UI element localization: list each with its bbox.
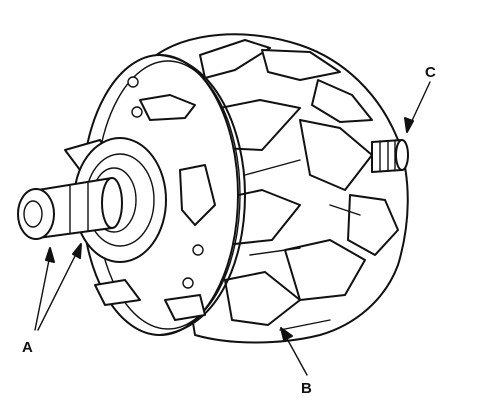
pole-finger	[199, 39, 271, 79]
arrow-c	[409, 81, 431, 126]
front-shaft	[17, 177, 123, 240]
label-a: A	[22, 339, 33, 356]
rear-shaft-slip-rings	[371, 139, 409, 173]
fan-tab	[164, 294, 206, 321]
pole-finger	[261, 49, 341, 81]
arrow-a-1	[34, 254, 51, 331]
arrow-b	[284, 334, 308, 376]
fan-tab	[179, 164, 216, 226]
fan-tab	[139, 94, 196, 121]
pole-finger	[347, 194, 399, 256]
plate-hole	[131, 106, 143, 118]
pole-finger	[299, 119, 373, 191]
plate-hole	[182, 277, 194, 289]
pole-finger	[284, 239, 366, 301]
label-c: C	[425, 64, 436, 81]
plate-hole	[127, 76, 139, 88]
arrow-a-2	[37, 249, 79, 331]
callout-arrows	[34, 81, 431, 376]
pole-finger	[311, 79, 373, 123]
plate-hole	[192, 244, 204, 256]
pole-finger	[224, 271, 301, 326]
fan-tab	[94, 279, 141, 306]
label-b: B	[301, 380, 312, 397]
